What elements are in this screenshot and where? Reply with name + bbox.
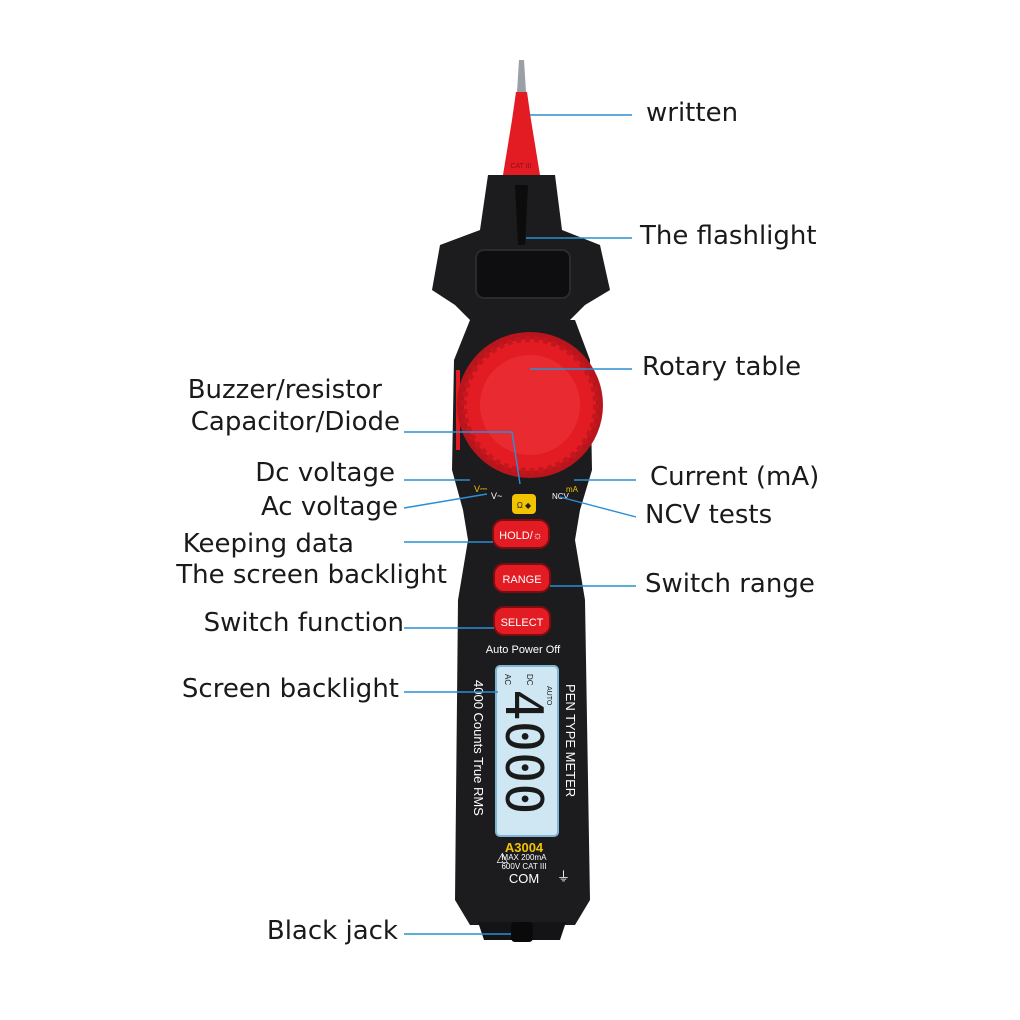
flashlight-notch [515,185,528,245]
callout-switch-function: Switch function [203,608,404,638]
probe-shroud [503,92,540,175]
callout-black-jack: Black jack [266,916,398,946]
callout-dc-voltage: Dc voltage [255,458,395,488]
hold-button-label: HOLD/☼ [499,530,543,542]
callout-rotary-table: Rotary table [642,352,802,382]
dial-face [480,355,580,455]
callout-screen-backlight: Screen backlight [181,674,399,704]
dial-mark-acv: V~ [491,491,502,501]
lcd-digits: 4000 [493,689,553,814]
auto-power-off-label: Auto Power Off [486,644,561,656]
dial-mark-buzzer [512,494,536,514]
warning-icon: ⚠ [496,851,509,867]
dial-mark-dcv: V⎓ [474,484,487,494]
callout-screen-backlight-button: The screen backlight [176,560,447,590]
leader-ac [403,493,488,509]
dial-mark-buzzer-symbol: Ω ◆ [517,501,532,510]
cat-rating: 600V CAT III [501,862,546,871]
com-label: COM [509,871,539,886]
callout-capacitor-diode: Capacitor/Diode [190,407,400,437]
head-window [475,249,571,299]
max-rating: MAX 200mA [502,853,548,862]
lcd-screen [495,665,559,837]
lcd-auto: AUTO [545,686,552,706]
model-label: A3004 [505,840,544,855]
side-text-pen-type: PEN TYPE METER [563,684,578,797]
callout-switch-range: Switch range [645,569,815,599]
callout-buzzer-resistor: Buzzer/resistor [187,375,382,405]
callout-ncv-tests: NCV tests [645,500,773,530]
callout-written: written [646,98,739,128]
range-button[interactable] [493,563,551,593]
probe-mark: CAT III [510,163,531,170]
lcd-dc: DC [525,674,534,686]
ground-icon: ⏚ [557,870,570,885]
side-text-counts: 4000 Counts True RMS [471,680,486,816]
hold-button[interactable] [492,519,550,549]
probe-needle [517,60,526,92]
range-button-label: RANGE [502,574,541,586]
callout-current: Current (mA) [650,462,820,492]
select-button[interactable] [493,606,551,636]
leader-buzzer [404,431,521,485]
callout-keeping-data: Keeping data [182,529,354,559]
dial-mark-ma: mA [566,485,579,494]
lcd-ac: AC [503,674,512,685]
callout-ac-voltage: Ac voltage [260,492,398,522]
leader-lines [403,114,637,935]
select-button-label: SELECT [501,617,544,629]
callout-flashlight: The flashlight [640,221,817,251]
leader-ncv [559,496,637,518]
black-jack [511,922,533,942]
